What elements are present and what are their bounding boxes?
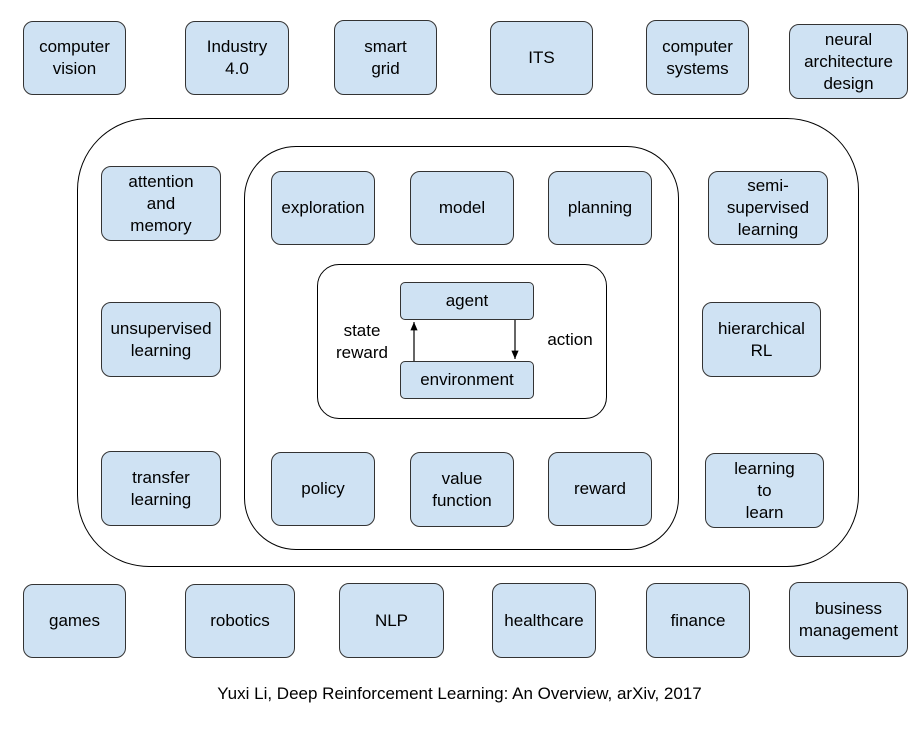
inner-frame [244, 146, 679, 550]
app-box-healthcare: healthcare [492, 583, 596, 658]
agent-label: agent [445, 291, 489, 310]
app-label: computer vision [39, 37, 110, 78]
element-box-planning: planning [548, 171, 652, 245]
element-label: reward [574, 479, 626, 498]
app-box-industry-4: Industry 4.0 [185, 21, 289, 95]
element-box-value-function: value function [410, 452, 514, 527]
mechanism-label: hierarchical RL [718, 318, 805, 360]
app-label: computer systems [662, 36, 733, 78]
action-label: action [547, 330, 593, 349]
app-label: business management [798, 598, 899, 640]
mechanism-label: learning to learn [734, 458, 795, 522]
app-box-smart-grid: smart grid [334, 20, 437, 95]
app-label: healthcare [504, 610, 584, 630]
mechanism-box-transfer-learning: transfer learning [101, 451, 221, 526]
app-label: smart grid [364, 36, 407, 78]
mechanism-box-unsupervised-learning: unsupervised learning [101, 302, 221, 377]
element-label: planning [567, 198, 633, 217]
app-box-computer-systems: computer systems [646, 20, 749, 95]
element-label: value function [432, 468, 492, 510]
core-frame [317, 264, 607, 419]
app-label: neural architecture design [804, 29, 893, 93]
app-box-robotics: robotics [185, 584, 295, 658]
mechanism-label: unsupervised learning [110, 318, 212, 360]
mechanism-label: attention and memory [128, 171, 194, 235]
app-label: Industry 4.0 [206, 37, 268, 78]
app-label: finance [670, 610, 726, 630]
app-label: robotics [210, 611, 270, 630]
app-box-computer-vision: computer vision [23, 21, 126, 95]
environment-box: environment [400, 361, 534, 399]
figure-caption: Yuxi Li, Deep Reinforcement Learning: An… [217, 684, 702, 703]
app-box-neural-architecture-design: neural architecture design [789, 24, 908, 99]
element-box-model: model [410, 171, 514, 245]
element-box-policy: policy [271, 452, 375, 526]
element-box-reward: reward [548, 452, 652, 526]
state-reward-label: state reward [336, 321, 388, 362]
app-box-its: ITS [490, 21, 593, 95]
app-box-business-management: business management [789, 582, 908, 657]
outer-frame [77, 118, 859, 567]
mechanism-box-learning-to-learn: learning to learn [705, 453, 824, 528]
mechanism-box-attention-memory: attention and memory [101, 166, 221, 241]
element-label: model [438, 198, 486, 217]
mechanism-box-semi-supervised-learning: semi- supervised learning [708, 171, 828, 245]
app-label: games [48, 611, 101, 630]
element-label: exploration [281, 198, 365, 217]
element-box-exploration: exploration [271, 171, 375, 245]
mechanism-label: semi- supervised learning [726, 176, 810, 239]
app-label: NLP [374, 610, 409, 630]
element-label: policy [301, 479, 345, 498]
app-box-finance: finance [646, 583, 750, 658]
agent-box: agent [400, 282, 534, 320]
app-label: ITS [528, 48, 555, 67]
mechanism-label: transfer learning [130, 467, 192, 509]
mechanism-box-hierarchical-rl: hierarchical RL [702, 302, 821, 377]
app-box-nlp: NLP [339, 583, 444, 658]
app-box-games: games [23, 584, 126, 658]
environment-label: environment [420, 370, 514, 389]
